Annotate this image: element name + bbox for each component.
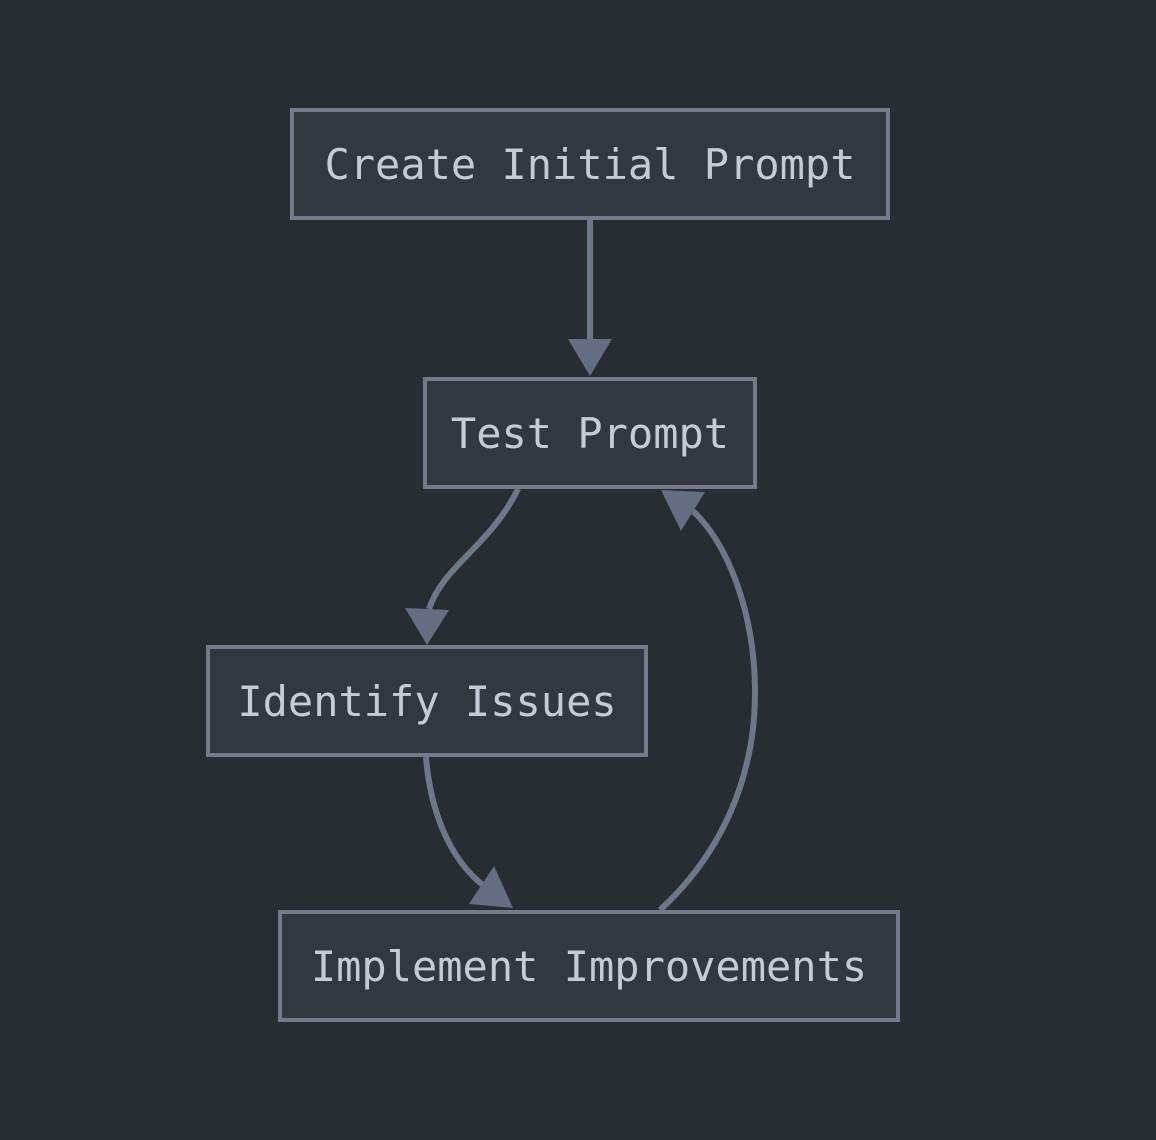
edge-line <box>657 508 759 913</box>
node-identify-issues-label: Identify Issues <box>237 676 617 726</box>
node-identify-issues: Identify Issues <box>206 645 648 757</box>
arrowhead-down-right-icon <box>469 866 513 908</box>
node-create-initial-prompt: Create Initial Prompt <box>290 108 890 220</box>
edge-identify-to-implement <box>423 756 513 908</box>
edge-line <box>423 756 486 889</box>
node-test-prompt: Test Prompt <box>423 377 757 489</box>
edge-implement-to-test <box>657 490 759 913</box>
edge-create-to-test <box>568 220 612 376</box>
node-implement-improvements-label: Implement Improvements <box>310 941 868 991</box>
arrowhead-down-icon <box>405 608 449 645</box>
arrowhead-up-left-icon <box>661 490 705 531</box>
node-create-initial-prompt-label: Create Initial Prompt <box>324 139 856 189</box>
edge-test-to-identify <box>405 487 521 645</box>
arrowhead-down-icon <box>568 339 612 376</box>
edge-line <box>426 487 521 610</box>
node-test-prompt-label: Test Prompt <box>450 408 730 458</box>
node-implement-improvements: Implement Improvements <box>278 910 900 1022</box>
